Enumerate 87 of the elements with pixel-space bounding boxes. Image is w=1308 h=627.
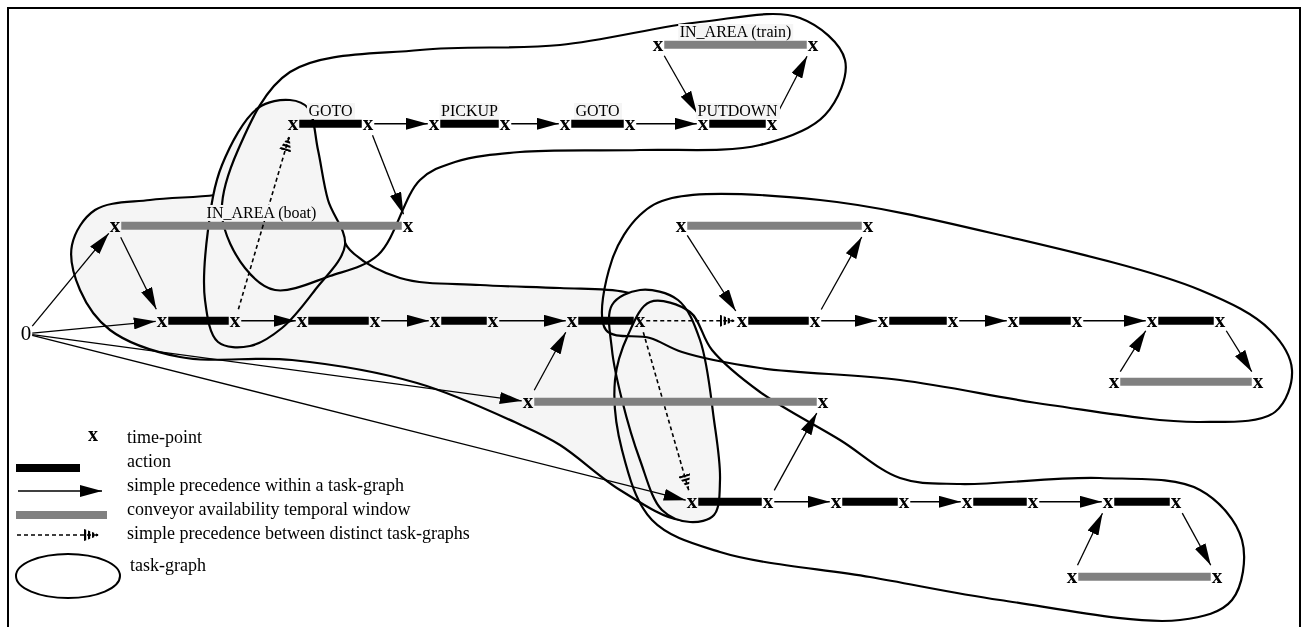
- time-point-label: x: [1066, 566, 1078, 588]
- legend-text: task-graph: [130, 556, 206, 574]
- time-point-label: x: [428, 113, 440, 135]
- time-point-label: x: [402, 215, 414, 237]
- time-window-bar: [534, 397, 817, 406]
- edge-label: GOTO: [306, 102, 355, 119]
- action-bar: [299, 119, 362, 128]
- time-point-label: x: [499, 113, 511, 135]
- arrow: [686, 234, 737, 312]
- edge-label: GOTO: [573, 102, 622, 119]
- time-point-label: x: [634, 310, 646, 332]
- legend-text: conveyor availability temporal window: [127, 500, 411, 518]
- arrow: [380, 314, 430, 327]
- time-point-label: x: [1102, 491, 1114, 513]
- arrow: [31, 334, 687, 501]
- time-point-label: x: [109, 215, 121, 237]
- arrow: [958, 314, 1008, 327]
- time-point-label: x: [287, 113, 299, 135]
- time-point-label: x: [762, 491, 774, 513]
- time-point-label: x: [522, 391, 534, 413]
- time-point-icon: x: [88, 424, 98, 444]
- edge-label: PICKUP: [439, 102, 500, 119]
- time-point-label: 0: [20, 323, 32, 345]
- time-point-label: x: [1007, 310, 1019, 332]
- time-point-label: x: [1027, 491, 1039, 513]
- time-point-label: x: [369, 310, 381, 332]
- time-point-label: x: [566, 310, 578, 332]
- time-point-label: x: [559, 113, 571, 135]
- arrow: [820, 314, 878, 327]
- arrow: [773, 495, 831, 508]
- time-point-label: x: [624, 113, 636, 135]
- action-bar: [578, 316, 634, 325]
- legend-text: simple precedence within a task-graph: [127, 476, 404, 494]
- legend-text: simple precedence between distinct task-graphs: [127, 524, 470, 542]
- time-point-label: x: [809, 310, 821, 332]
- time-point-label: x: [362, 113, 374, 135]
- time-point-label: x: [1252, 371, 1264, 393]
- arrow: [510, 117, 560, 130]
- time-point-label: x: [947, 310, 959, 332]
- arrow: [120, 236, 157, 310]
- time-point-label: x: [1071, 310, 1083, 332]
- time-point-label: x: [961, 491, 973, 513]
- arrow: [909, 495, 962, 508]
- arrow: [1225, 330, 1253, 373]
- time-point-label: x: [898, 491, 910, 513]
- arrow: [1119, 330, 1147, 373]
- time-point-label: x: [652, 34, 664, 56]
- edge-label: PUTDOWN: [695, 102, 780, 119]
- time-point-label: x: [817, 391, 829, 413]
- arrow: [373, 117, 429, 130]
- arrow: [371, 134, 405, 215]
- time-point-label: x: [1108, 371, 1120, 393]
- time-point-label: x: [156, 310, 168, 332]
- arrow: [240, 314, 297, 327]
- time-point-label: x: [1146, 310, 1158, 332]
- legend-text: time-point: [127, 428, 202, 446]
- arrow: [773, 412, 818, 492]
- arrow: [31, 317, 157, 334]
- time-point-label: x: [877, 310, 889, 332]
- arrow: [820, 236, 863, 311]
- edge-label: IN_AREA (train): [677, 23, 794, 40]
- arrow: [663, 55, 698, 114]
- time-point-label: x: [487, 310, 499, 332]
- time-point-label: x: [229, 310, 241, 332]
- arrow: [533, 331, 567, 391]
- arrow: [498, 314, 567, 327]
- time-point-label: x: [675, 215, 687, 237]
- time-point-label: x: [1211, 566, 1223, 588]
- time-window-bar: [121, 221, 402, 230]
- time-point-label: x: [807, 34, 819, 56]
- time-point-label: x: [429, 310, 441, 332]
- arrow: [31, 232, 110, 327]
- time-point-label: x: [862, 215, 874, 237]
- action-bar: [308, 316, 369, 325]
- time-point-label: x: [1214, 310, 1226, 332]
- time-point-label: x: [296, 310, 308, 332]
- legend-text: action: [127, 452, 171, 470]
- arrow: [1076, 512, 1104, 566]
- arrow: [635, 117, 698, 130]
- arrow: [1038, 495, 1103, 508]
- time-point-label: x: [1170, 491, 1182, 513]
- time-point-label: x: [686, 491, 698, 513]
- time-point-label: x: [736, 310, 748, 332]
- arrow: [1181, 512, 1212, 566]
- time-point-label: x: [830, 491, 842, 513]
- arrow: [31, 333, 523, 404]
- arrow: [1082, 314, 1147, 327]
